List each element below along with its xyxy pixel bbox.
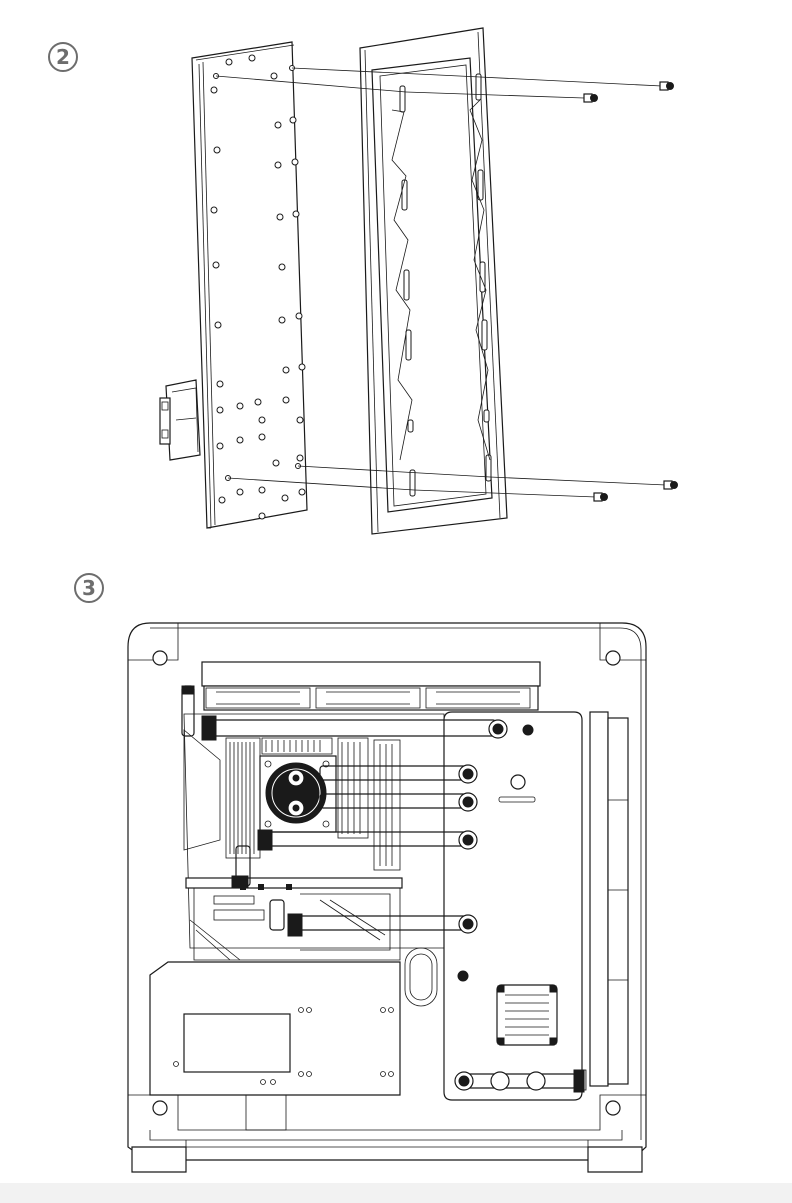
cpu-waterblock	[259, 755, 337, 833]
pc-case	[127, 622, 647, 1173]
pump-module	[496, 984, 558, 1046]
vrm-heatsink	[225, 737, 369, 859]
screw-top-right	[659, 81, 674, 91]
screws	[215, 67, 678, 502]
pump-block	[159, 379, 201, 461]
panel-holes	[210, 54, 306, 520]
step-2: 2	[48, 27, 678, 535]
screw-bottom-right	[663, 480, 678, 490]
screw-top-mid	[583, 93, 598, 103]
psu-shroud	[149, 961, 401, 1131]
footer-bar	[0, 1183, 792, 1203]
coolant-tubes	[181, 685, 585, 1093]
top-radiator	[201, 661, 541, 711]
step-3: 3	[74, 573, 647, 1173]
step-3-badge: 3	[74, 573, 104, 603]
radiator-panel	[159, 41, 308, 529]
side-radiator	[573, 711, 629, 1091]
ram-slots	[373, 739, 401, 871]
top-fans	[205, 687, 531, 709]
mounting-frame	[359, 27, 508, 535]
step-2-badge: 2	[48, 42, 78, 72]
step-3-number: 3	[82, 576, 96, 600]
step-2-number: 2	[56, 45, 70, 69]
motherboard	[183, 713, 445, 961]
screw-bottom-mid	[593, 492, 608, 502]
fittings	[181, 685, 585, 1093]
gpu	[185, 877, 403, 961]
